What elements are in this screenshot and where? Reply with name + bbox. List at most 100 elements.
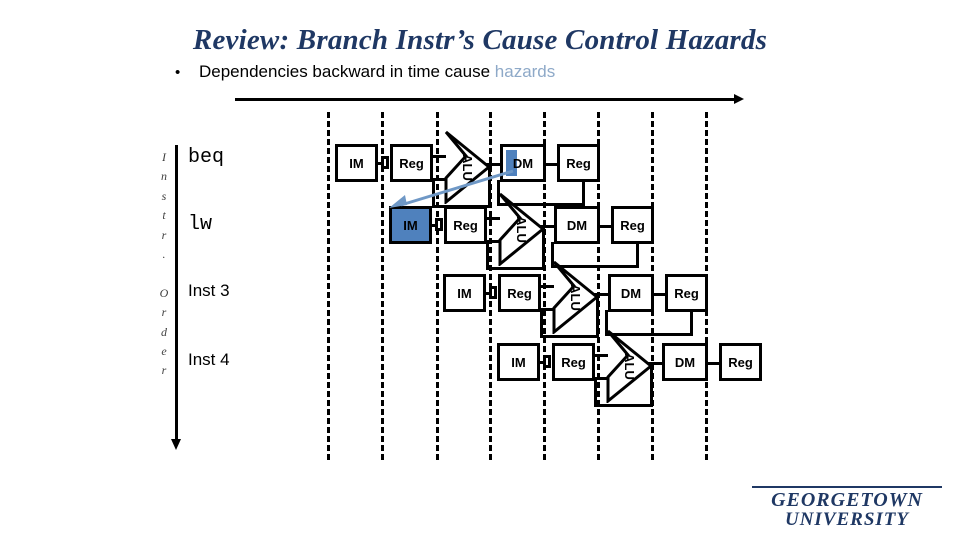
time-axis-arrow bbox=[235, 94, 744, 104]
stage-reg2-row1[interactable]: Reg bbox=[557, 144, 600, 182]
stage-reg-row1[interactable]: Reg bbox=[390, 144, 433, 182]
wire bbox=[538, 163, 560, 166]
stage-label: Reg bbox=[728, 354, 753, 370]
order-letter: O bbox=[159, 285, 169, 300]
wire bbox=[540, 308, 543, 338]
stage-reg2-row2[interactable]: Reg bbox=[611, 206, 654, 244]
stage-dm-row1[interactable]: DM bbox=[500, 144, 546, 182]
wire bbox=[542, 225, 545, 270]
instruction-order-label: I n s t r . O r d e r bbox=[155, 148, 173, 381]
wire bbox=[591, 293, 613, 296]
page-title: Review: Branch Instr’s Cause Control Haz… bbox=[192, 24, 768, 56]
wire bbox=[540, 335, 598, 338]
wire bbox=[582, 180, 585, 206]
cycle-divider bbox=[436, 112, 439, 460]
stage-dm-row4[interactable]: DM bbox=[662, 343, 708, 381]
wire bbox=[483, 163, 505, 166]
wire bbox=[645, 362, 667, 365]
wire bbox=[594, 354, 608, 357]
wire bbox=[592, 225, 614, 228]
order-letter: r bbox=[161, 227, 167, 242]
instruction-label-inst4: Inst 4 bbox=[188, 350, 230, 369]
instruction-label-inst3: Inst 3 bbox=[188, 281, 230, 300]
stage-reg-row4[interactable]: Reg bbox=[552, 343, 595, 381]
order-letter: . bbox=[162, 247, 166, 262]
logo-line-university: UNIVERSITY bbox=[784, 509, 910, 531]
wire bbox=[594, 404, 652, 407]
stage-reg2-row3[interactable]: Reg bbox=[665, 274, 708, 312]
wire bbox=[605, 333, 693, 336]
stage-label: DM bbox=[674, 354, 696, 370]
wire bbox=[432, 155, 446, 158]
stage-im-row2[interactable]: IM bbox=[389, 206, 432, 244]
wire bbox=[486, 240, 489, 270]
wire bbox=[636, 242, 639, 268]
bullet-marker: • bbox=[175, 64, 181, 81]
dm-highlight-stripe bbox=[506, 150, 517, 176]
stage-reg-row3[interactable]: Reg bbox=[498, 274, 541, 312]
stage-reg-row2[interactable]: Reg bbox=[444, 206, 487, 244]
wire bbox=[700, 362, 722, 365]
stage-label: IM bbox=[511, 354, 526, 370]
wire bbox=[432, 178, 446, 181]
cycle-divider bbox=[597, 112, 600, 460]
wire bbox=[497, 203, 585, 206]
wire bbox=[486, 240, 500, 243]
stage-label: Reg bbox=[507, 285, 532, 301]
logo-line-georgetown: GEORGETOWN bbox=[771, 489, 923, 511]
stage-label: Reg bbox=[620, 217, 645, 233]
bullet-line: • Dependencies backward in time cause haz… bbox=[175, 62, 875, 82]
wire bbox=[540, 308, 554, 311]
instruction-label-lw: lw bbox=[188, 213, 213, 236]
stage-reg2-row4[interactable]: Reg bbox=[719, 343, 762, 381]
instruction-label-beq: beq bbox=[188, 146, 225, 169]
pipeline-register-nub bbox=[543, 355, 551, 368]
bullet-text: Dependencies backward in time cause bbox=[199, 62, 495, 81]
wire bbox=[537, 225, 559, 228]
order-letter: r bbox=[161, 305, 167, 320]
wire bbox=[551, 265, 639, 268]
wire bbox=[594, 377, 597, 407]
stage-label: Reg bbox=[566, 155, 591, 171]
bullet-highlight-hazards: hazards bbox=[494, 62, 556, 81]
wire bbox=[486, 217, 500, 220]
order-letter: d bbox=[161, 324, 167, 339]
order-letter: e bbox=[161, 344, 167, 359]
stage-label: IM bbox=[349, 155, 364, 171]
georgetown-logo: GEORGETOWN UNIVERSITY bbox=[752, 486, 942, 530]
order-letter: s bbox=[161, 188, 167, 203]
wire bbox=[486, 267, 544, 270]
stage-im-row3[interactable]: IM bbox=[443, 274, 486, 312]
stage-label: DM bbox=[566, 217, 588, 233]
stage-dm-row2[interactable]: DM bbox=[554, 206, 600, 244]
wire bbox=[432, 178, 435, 208]
stage-label: DM bbox=[620, 285, 642, 301]
dependency-arrow-backward bbox=[385, 165, 520, 213]
wire bbox=[497, 180, 500, 206]
wire bbox=[605, 310, 608, 336]
stage-alu-row3[interactable]: ALU bbox=[552, 260, 599, 334]
stage-alu-row4[interactable]: ALU bbox=[606, 329, 653, 403]
stage-im-row4[interactable]: IM bbox=[497, 343, 540, 381]
order-letter bbox=[155, 264, 173, 283]
wire bbox=[596, 293, 599, 338]
wire bbox=[488, 163, 491, 208]
pipeline-register-nub bbox=[381, 156, 389, 169]
stage-label: IM bbox=[403, 217, 418, 233]
logo-rule bbox=[752, 486, 942, 488]
stage-im-row1[interactable]: IM bbox=[335, 144, 378, 182]
wire bbox=[594, 377, 608, 380]
pipeline-register-nub bbox=[489, 286, 497, 299]
stage-label: IM bbox=[457, 285, 472, 301]
stage-label: Reg bbox=[453, 217, 478, 233]
pipeline-register-nub bbox=[435, 218, 443, 231]
stage-alu-row2[interactable]: ALU bbox=[498, 192, 545, 266]
stage-label: Reg bbox=[674, 285, 699, 301]
order-letter: r bbox=[161, 363, 167, 378]
cycle-divider bbox=[327, 112, 330, 460]
cycle-divider bbox=[381, 112, 384, 460]
stage-label: Reg bbox=[561, 354, 586, 370]
stage-dm-row3[interactable]: DM bbox=[608, 274, 654, 312]
order-letter: n bbox=[161, 169, 167, 184]
